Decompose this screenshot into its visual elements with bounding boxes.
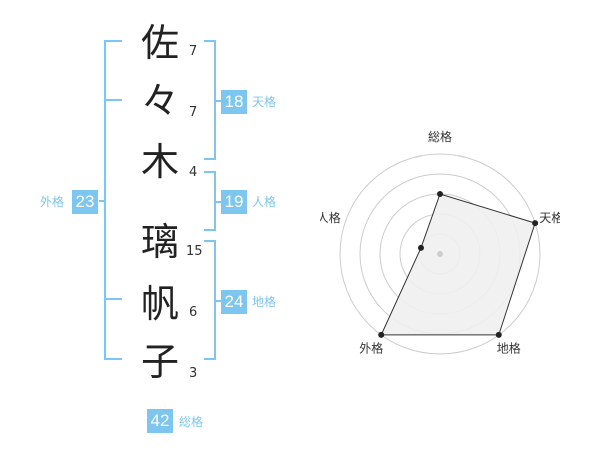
tenkaku-value: 18 <box>221 90 247 114</box>
bracket-tick <box>204 358 215 360</box>
radar-point-5 <box>417 244 424 251</box>
bracket-tick <box>204 240 215 242</box>
radar-axis-label-2: 天格 <box>539 210 560 225</box>
name-char-6: 子 <box>140 340 179 384</box>
radar-ring <box>339 153 541 355</box>
radar-point-4 <box>378 331 385 338</box>
radar-axis-label-4: 外格 <box>359 341 383 355</box>
chikaku-value: 24 <box>221 290 247 314</box>
gaikaku-bracket <box>104 40 106 360</box>
stroke-count-6: 3 <box>189 366 198 381</box>
bracket-tick <box>104 99 122 101</box>
gaikaku-value: 23 <box>72 190 98 214</box>
bracket-connector <box>215 201 222 203</box>
radar-center-dot <box>437 251 443 257</box>
jinkaku-value: 19 <box>221 190 247 214</box>
name-char-2: 々 <box>140 79 179 123</box>
bracket-tick <box>104 358 122 360</box>
bracket-tick <box>204 158 215 160</box>
stroke-count-1: 7 <box>189 44 198 59</box>
radar-point-2 <box>532 220 539 227</box>
bracket-connector <box>215 100 222 102</box>
bracket-connector <box>215 300 222 302</box>
soukaku-label: 総格 <box>179 415 204 429</box>
name-char-3: 木 <box>140 140 179 184</box>
radar-points <box>378 191 539 338</box>
tenkaku-label: 天格 <box>252 95 277 109</box>
radar-point-1 <box>437 191 443 197</box>
bracket-tick <box>104 298 122 300</box>
soukaku-value: 42 <box>147 409 173 433</box>
gaikaku-label: 外格 <box>40 195 65 209</box>
bracket-tick <box>104 40 122 42</box>
stroke-count-3: 4 <box>189 165 198 180</box>
chikaku-label: 地格 <box>252 295 277 309</box>
stroke-count-5: 6 <box>189 305 198 320</box>
bracket-tick <box>204 229 215 231</box>
radar-axis-label-3: 地格 <box>497 341 521 355</box>
radar-axis-label-1: 総格 <box>428 129 452 144</box>
bracket-tick <box>204 40 215 42</box>
jinkaku-label: 人格 <box>252 195 277 209</box>
name-char-1: 佐 <box>140 21 179 65</box>
stroke-count-2: 7 <box>189 105 198 120</box>
name-char-5: 帆 <box>140 282 179 326</box>
name-panel: 佐 々 木 璃 帆 子 7 7 4 15 6 3 18 天格 19 人格 24 … <box>40 21 277 433</box>
radar-polygon <box>380 193 536 336</box>
stroke-count-4: 15 <box>186 244 203 259</box>
radar-axis-label-5: 人格 <box>320 210 341 225</box>
bracket-tick <box>204 171 215 173</box>
bracket-connector <box>99 200 105 202</box>
radar-point-3 <box>495 331 502 338</box>
name-char-4: 璃 <box>140 220 179 264</box>
